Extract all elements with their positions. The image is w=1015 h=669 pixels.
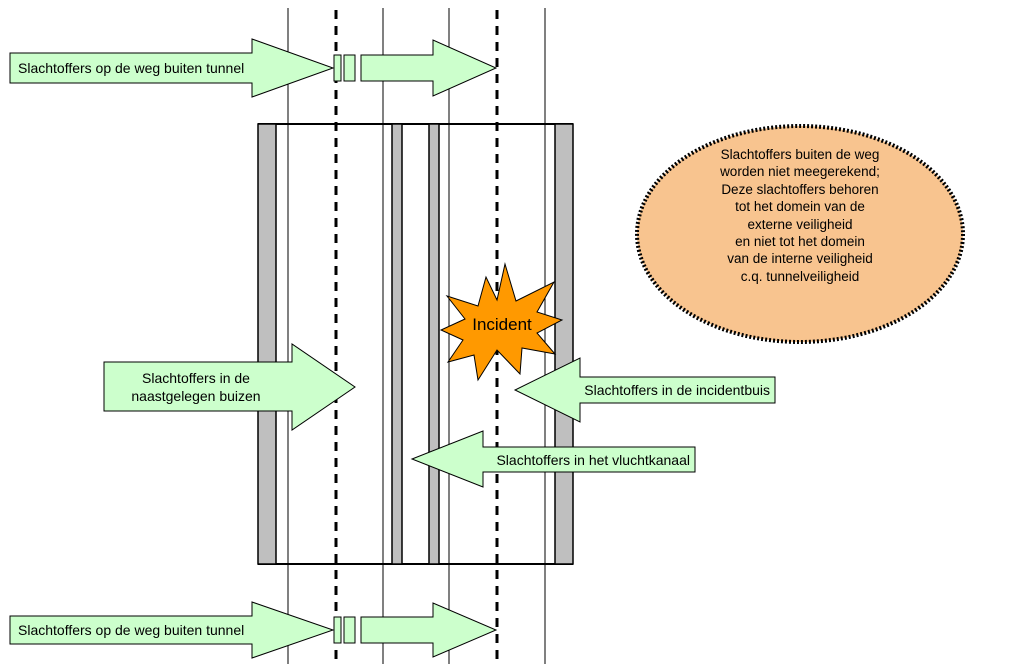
arrow-label: Slachtoffers in het vluchtkanaal	[496, 452, 690, 468]
arrow-label: Slachtoffers op de weg buiten tunnel	[18, 60, 244, 76]
lane-lines	[287, 8, 546, 664]
tunnel-wall-right	[554, 123, 574, 565]
note-line: c.q. tunnelveiligheid	[740, 268, 860, 284]
arrow-shape	[410, 430, 696, 488]
note-line: en niet tot het domein	[735, 234, 865, 250]
arrow-adjacent-tubes: Slachtoffers in de naastgelegen buizen	[103, 343, 356, 431]
note-line: externe veiligheid	[747, 216, 853, 232]
arrow-label-line2: naastgelegen buizen	[131, 388, 260, 404]
arrow-outside-tunnel-top: Slachtoffers op de weg buiten tunnel	[9, 38, 335, 98]
arrow-shape	[9, 601, 335, 659]
tunnel-wall-center-right	[428, 123, 440, 565]
arrow-outside-tunnel-bottom: Slachtoffers op de weg buiten tunnel	[9, 601, 335, 659]
arrow-stripe-top-2	[343, 54, 356, 82]
arrow-shape	[9, 38, 335, 98]
note-line: Deze slachtoffers behoren	[721, 181, 879, 197]
arrow-label: Slachtoffers op de weg buiten tunnel	[18, 622, 244, 638]
arrow-escape-channel: Slachtoffers in het vluchtkanaal	[410, 430, 696, 488]
arrow-shape	[103, 343, 356, 431]
arrow-continuation-top	[360, 39, 498, 97]
note-line: van de interne veiligheid	[727, 251, 873, 267]
note-text: Slachtoffers buiten de weg worden niet m…	[655, 146, 945, 285]
tunnel-wall-center-left	[391, 123, 403, 565]
arrow-stripe-bottom-2	[343, 616, 356, 644]
incident-burst: Incident	[439, 262, 564, 382]
note-line: Slachtoffers buiten de weg	[720, 147, 880, 162]
burst-shape	[439, 262, 564, 382]
note-line: tot het domein van de	[735, 199, 865, 215]
arrow-incident-tube: Slachtoffers in de incidentbuis	[513, 357, 776, 423]
tunnel-wall-left	[257, 123, 277, 565]
arrow-stripe-bottom-1	[333, 616, 342, 644]
arrow-label-line1: Slachtoffers in de	[142, 370, 250, 386]
arrow-label: Slachtoffers in de incidentbuis	[584, 382, 770, 398]
incident-label: Incident	[472, 315, 532, 334]
note-oval	[635, 124, 965, 344]
note-line: worden niet meegerekend;	[720, 164, 880, 180]
arrow-stripe-top-1	[333, 54, 342, 82]
arrow-continuation-bottom	[360, 602, 498, 658]
arrow-shape	[513, 357, 776, 423]
